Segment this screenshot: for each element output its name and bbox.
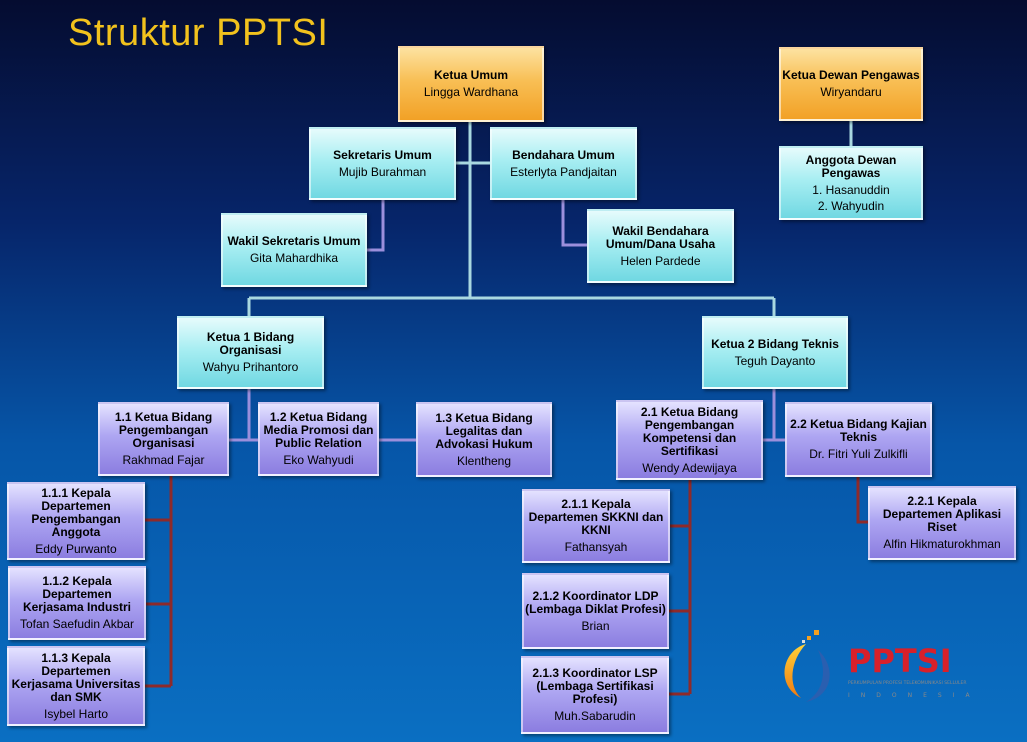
node-person-name: Eddy Purwanto: [35, 541, 117, 556]
node-role: 1.1.2 Kepala Departemen Kerjasama Indust…: [22, 574, 132, 614]
connector-ketua-2-children: [762, 388, 785, 442]
node-role: Ketua 1 Bidang Organisasi: [206, 330, 295, 357]
node-role: Ketua Dewan Pengawas: [782, 68, 920, 82]
node-person-name: Isybel Harto: [43, 706, 109, 721]
node-person-name: Helen Pardede: [620, 253, 701, 268]
logo-wordmark: PPTSI: [848, 642, 952, 680]
node-koord-2-1-2: 2.1.2 Koordinator LDP (Lembaga Diklat Pr…: [522, 573, 669, 649]
node-role: 1.1.1 Kepala Departemen Pengembangan Ang…: [31, 485, 121, 539]
node-role: Anggota Dewan Pengawas: [805, 152, 897, 180]
node-role: 2.1 Ketua Bidang Pengembangan Kompetensi…: [640, 404, 739, 458]
node-person-name: Tofan Saefudin Akbar: [19, 617, 135, 631]
node-role: 2.2 Ketua Bidang Kajian Teknis: [790, 417, 927, 444]
node-person-name: Eko Wahyudi: [283, 453, 354, 467]
node-role: 2.1.1 Kepala Departemen SKKNI dan KKNI: [528, 497, 664, 537]
node-person-name: Gita Mahardhika: [249, 251, 339, 265]
node-bidang-1-2: 1.2 Ketua Bidang Media Promosi dan Publi…: [258, 402, 379, 476]
svg-text:INDONESIA: INDONESIA: [848, 692, 981, 699]
node-person-name: Wiryandaru: [820, 85, 882, 99]
connector-2-2-dept: [856, 476, 868, 524]
node-koord-2-1-3: 2.1.3 Koordinator LSP (Lembaga Sertifika…: [521, 656, 669, 734]
node-role: Wakil Sekretaris Umum: [227, 234, 361, 248]
node-person-name: Alfin Hikmaturokhman: [883, 537, 1001, 551]
node-person-name: Fathansyah: [564, 540, 628, 554]
node-role: Wakil Bendahara Umum/Dana Usaha: [605, 223, 716, 251]
node-person-name: Wendy Adewijaya: [642, 460, 737, 475]
node-role: Sekretaris Umum: [333, 147, 432, 162]
node-person-name: Lingga Wardhana: [423, 85, 519, 99]
node-role: Bendahara Umum: [512, 147, 615, 162]
connector-1-1-depts: [144, 475, 173, 688]
node-role: Ketua Umum: [433, 68, 508, 82]
node-person-name: Klentheng: [456, 453, 512, 468]
connector-ketua-1-children: [228, 388, 416, 442]
node-role: 1.1 Ketua Bidang Pengembangan Organisasi: [114, 410, 213, 450]
node-role: 2.1.3 Koordinator LSP (Lembaga Sertifika…: [532, 666, 658, 706]
node-role: Ketua 2 Bidang Teknis: [711, 336, 839, 351]
pptsi-logo: PPTSI PERKUMPULAN PROFESI TELEKOMUNIKASI…: [776, 626, 1001, 706]
node-person-name: 2. Wahyudin: [817, 198, 885, 213]
node-person-name: Mujib Burahman: [338, 164, 427, 179]
node-role: 1.2 Ketua Bidang Media Promosi dan Publi…: [263, 410, 374, 450]
node-bidang-2-1: 2.1 Ketua Bidang Pengembangan Kompetensi…: [616, 400, 763, 480]
node-role: 2.1.2 Koordinator LDP (Lembaga Diklat Pr…: [525, 588, 666, 616]
node-person-name: Muh.Sabarudin: [554, 709, 636, 723]
node-role: 1.3 Ketua Bidang Legalitas dan Advokasi …: [435, 410, 533, 451]
connector-wakil-sekretaris: [366, 199, 385, 252]
node-dept-2-1-1: 2.1.1 Kepala Departemen SKKNI dan KKNI Fa…: [522, 489, 670, 563]
page-title: Struktur PPTSI: [68, 12, 329, 54]
node-role: 2.2.1 Kepala Departemen Aplikasi Riset: [882, 494, 1002, 534]
node-person-name: Brian: [581, 618, 610, 633]
node-person-name: Teguh Dayanto: [734, 353, 816, 368]
node-person-name: Dr. Fitri Yuli Zulkifli: [809, 447, 908, 461]
node-role: 1.1.3 Kepala Departemen Kerjasama Univer…: [11, 650, 141, 704]
node-person-name: Wahyu Prihantoro: [202, 360, 299, 374]
svg-text:PERKUMPULAN PROFESI TELEKOMUNI: PERKUMPULAN PROFESI TELEKOMUNIKASI SELLU…: [848, 680, 967, 686]
node-person-name: Rakhmad Fajar: [122, 453, 205, 467]
connector-2-1-depts: [668, 476, 692, 696]
node-bidang-1-1: 1.1 Ketua Bidang Pengembangan Organisasi…: [98, 402, 229, 476]
node-dept-1-1-3: 1.1.3 Kepala Departemen Kerjasama Univer…: [7, 646, 145, 726]
node-dept-1-1-1: 1.1.1 Kepala Departemen Pengembangan Ang…: [7, 482, 145, 560]
node-person-name: 1. Hasanuddin: [812, 182, 890, 197]
node-person-name: Esterlyta Pandjaitan: [510, 164, 617, 179]
node-dept-1-1-2: 1.1.2 Kepala Departemen Kerjasama Indust…: [8, 566, 146, 640]
connector-wakil-bendahara: [561, 199, 587, 247]
node-bidang-1-3: 1.3 Ketua Bidang Legalitas dan Advokasi …: [416, 402, 552, 477]
